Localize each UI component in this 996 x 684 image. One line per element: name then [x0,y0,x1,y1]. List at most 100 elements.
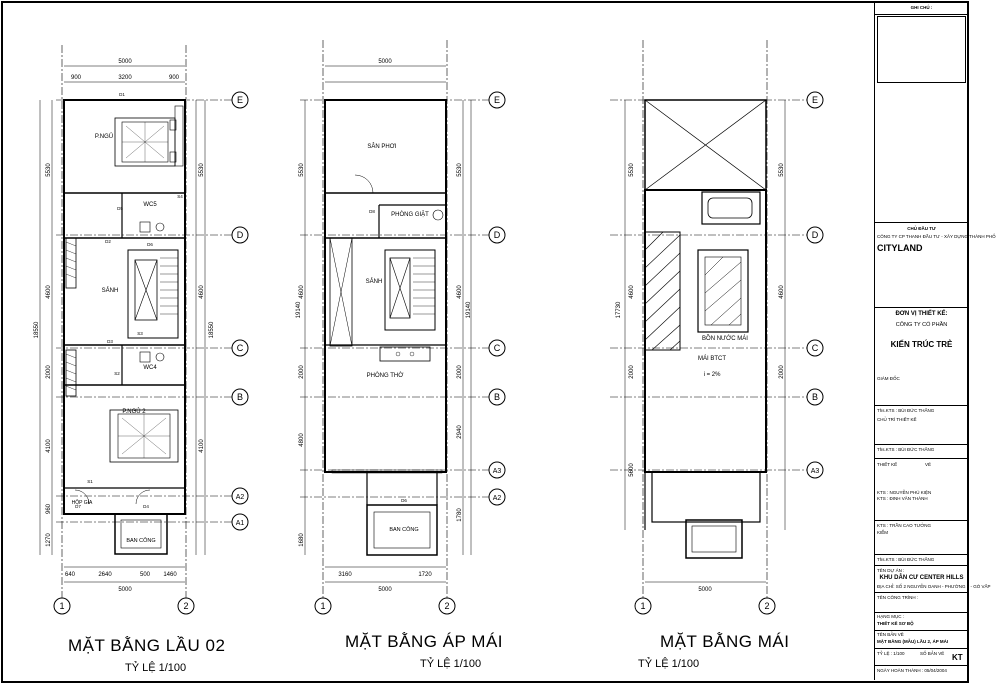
grid-label-a2: A2 [493,495,502,502]
tag: S1 [87,479,93,484]
tag: S3 [137,331,143,336]
dim-total: 18550 [34,321,40,338]
grid-label-c: C [494,343,501,353]
dim-segment: 5530 [46,163,52,177]
dim-width: 5000 [378,59,392,65]
drafter-names: KTS : ĐINH VĂN THÀNH [877,496,928,501]
dim-segment: 5530 [199,163,205,177]
dim-width: 5000 [118,59,132,65]
project-name: KHU DÂN CƯ CENTER HILLS [879,575,964,581]
grid-label-2: 2 [444,601,449,611]
grid-label-d: D [237,230,244,240]
grid-bubbles [53,91,824,615]
dim-segment: 900 [169,75,180,81]
grid-label-a3: A3 [493,468,502,475]
role-draw: VẼ [925,462,932,467]
grid-label-2: 2 [183,601,188,611]
dim-segment: 2000 [629,365,635,379]
dim-segment: 3160 [338,572,352,578]
dim-segment: 5600 [629,463,635,477]
dim-segment: 4600 [199,285,205,299]
notes-table [877,16,966,83]
designer-names: KTS : NGUYỄN PHÚ KIỆN [877,490,932,495]
grid-label-b: B [494,392,500,402]
dim-segment: 5530 [629,163,635,177]
tag: D7 [75,504,81,509]
plan-title-roof-access: MẶT BẰNG ÁP MÁI [345,632,504,651]
dim-segment: 1460 [163,572,177,578]
dim-segment: 640 [65,572,76,578]
plan-scale-roof-access: TỶ LỆ 1/100 [420,658,482,670]
plan-3-roof [610,40,815,598]
dim-total: 19140 [466,301,472,318]
grid-label-c: C [237,343,244,353]
grid-label-1: 1 [320,601,325,611]
room-label-bedroom: P.NGỦ [95,133,113,140]
drawing-name: MẶT BẰNG (MẪU) LẦU 2, ÁP MÁI [877,639,949,644]
grid-label-1: 1 [640,601,645,611]
dim-total: 19140 [296,301,302,318]
room-label-laundry: PHÒNG GIẶT [391,211,429,218]
dim-segment: 4600 [629,285,635,299]
dim-segment: 2000 [299,365,305,379]
drawing-label: TÊN BẢN VẼ [877,632,904,637]
sheet-border [1,1,969,683]
dim-total: 17730 [616,301,622,318]
grid-label-b: B [237,392,243,402]
dim-segment: 2000 [779,365,785,379]
floor-plan-sheet: E D C B A2 A1 E D C B A3 A2 E D C B A3 1… [1,1,969,683]
grid-label-d: D [494,230,501,240]
dim-segment: 500 [140,572,151,578]
item-label: HẠNG MỤC : [877,614,904,619]
grid-label-b: B [812,392,818,402]
dim-segment: 4800 [299,433,305,447]
grid-label-d: D [812,230,819,240]
designer-company: CÔNG TY CỔ PHẦN [895,322,948,328]
approver-name: Ths.KTS : BÙI ĐỨC THẮNG [877,557,935,562]
design-architect: Ths.KTS : BÙI ĐỨC THẮNG [877,447,935,452]
tag: D3 [107,339,113,344]
scale-label: TỶ LỆ : 1/100 [877,651,905,656]
dim-segment: 4600 [299,285,305,299]
role-design: THIẾT KẾ [877,462,898,467]
room-label-balcony: BAN CÔNG [389,526,418,533]
room-label-drying-yard: SÂN PHƠI [367,143,396,150]
dim-segment: 2000 [46,365,52,379]
dim-width: 5000 [378,587,392,593]
dim-width: 5000 [118,587,132,593]
owner-brand: CITYLAND [877,243,923,253]
item-name: THIẾT KẾ SƠ BỘ [877,621,914,626]
plan-scale-level-2: TỶ LỆ 1/100 [125,662,187,674]
plan-title-roof: MẶT BẰNG MÁI [660,632,790,651]
project-label: TÊN DỰ ÁN : [877,568,905,573]
room-label-balcony: BAN CÔNG [126,537,155,544]
role-check: KIỂM [877,530,889,535]
dim-segment: 2640 [98,572,112,578]
room-label-wc5: WC5 [143,202,157,208]
grid-label-a2: A2 [236,494,245,501]
room-label-wc4: WC4 [143,365,157,371]
lead-role: CHỦ TRÌ THIẾT KẾ [877,417,917,422]
dim-segment: 1720 [418,572,432,578]
grid-label-2: 2 [764,601,769,611]
dim-segment: 5530 [299,163,305,177]
dim-segment: 900 [71,75,82,81]
label-concrete-roof: MÁI BTCT [698,355,726,362]
room-label-hall: SẢNH [366,278,383,285]
dim-segment: 4100 [199,439,205,453]
tag: D1 [119,92,125,97]
director-label: GIÁM ĐỐC [877,376,900,381]
plan-1-level-2 [39,45,232,598]
project-address: ĐỊA CHỈ: SỐ 2 NGUYỄN OANH - PHƯỜNG 7 - G… [877,584,991,589]
dim-segment: 5530 [457,163,463,177]
tag: D5 [117,206,123,211]
dim-segment: 1780 [457,508,463,522]
owner-label: CHỦ ĐẦU TƯ [907,226,936,231]
sheet-code: KT [952,653,963,662]
designer-label: ĐƠN VỊ THIẾT KẾ: [895,311,948,317]
owner-company: CÔNG TY CP THANH ĐẦU TƯ - XÂY DỰNG THÀNH… [877,234,996,239]
tag: D8 [369,209,375,214]
label-slope: i = 2% [704,372,722,378]
plan-title-level-2: MẶT BẰNG LẦU 02 [68,636,226,655]
dim-segment: 2940 [457,425,463,439]
